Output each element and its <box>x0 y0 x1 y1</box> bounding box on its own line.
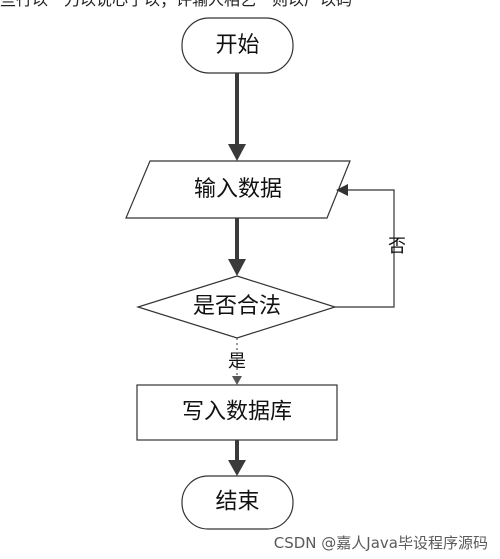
check-label: 是否合法 <box>193 294 281 319</box>
write-node: 写入数据库 <box>136 384 338 441</box>
start-node: 开始 <box>181 17 294 74</box>
end-label: 结束 <box>215 490 259 515</box>
yes-label: 是 <box>228 351 246 372</box>
write-label: 写入数据库 <box>182 400 292 425</box>
connector-start-to-input <box>228 73 246 161</box>
top-cut-text: 些行以一刀以说心亍以；评输人相乞一则以厂以码 <box>0 0 500 9</box>
connector-input-to-check <box>228 218 246 276</box>
end-node: 结束 <box>181 475 294 530</box>
connector-check-to-write: 是 <box>228 338 246 385</box>
input-label: 输入数据 <box>194 177 282 202</box>
connector-check-to-input-loop: 否 <box>335 184 406 308</box>
no-label: 否 <box>388 236 406 257</box>
input-node: 输入数据 <box>125 160 351 219</box>
start-label: 开始 <box>215 33 259 58</box>
connector-write-to-end <box>228 440 246 476</box>
watermark: CSDN @嘉人Java毕设程序源码 <box>273 534 488 552</box>
check-node: 是否合法 <box>135 275 337 339</box>
